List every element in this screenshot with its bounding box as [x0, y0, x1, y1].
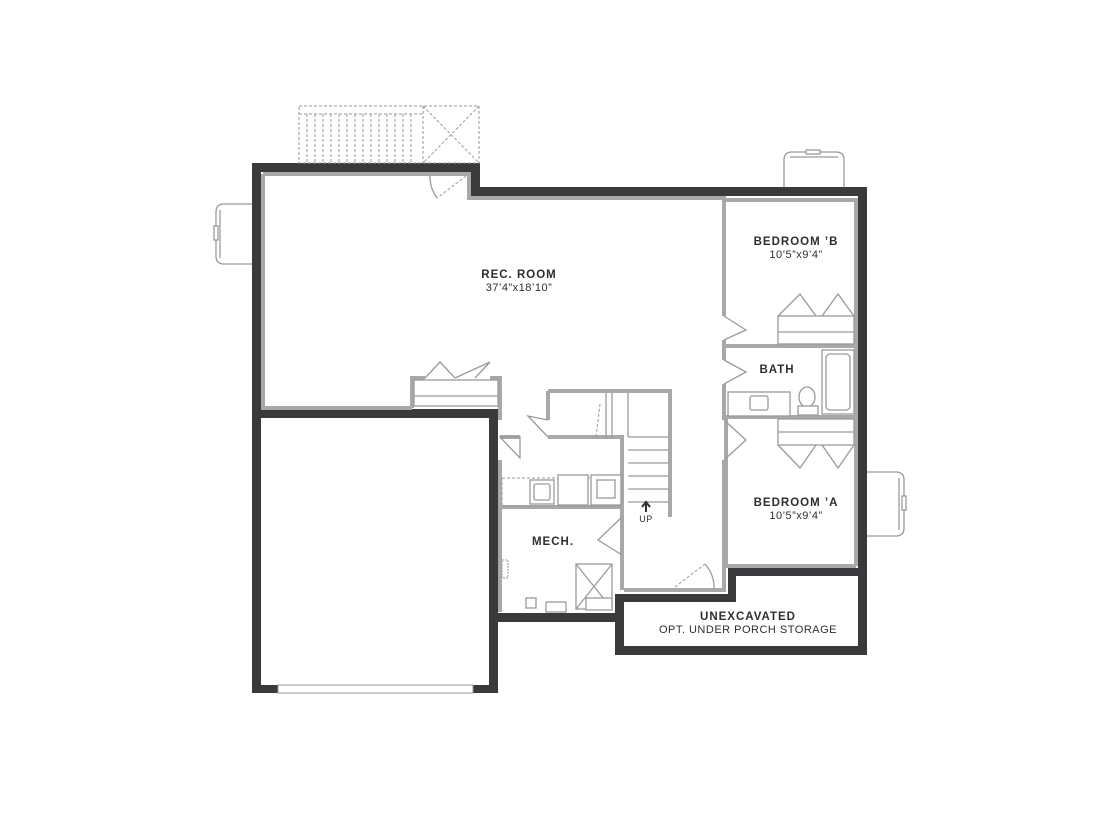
garage-door [277, 684, 474, 694]
doors [424, 175, 748, 591]
unexcavated-subtitle: OPT. UNDER PORCH STORAGE [658, 624, 838, 636]
exterior-stairs [298, 105, 480, 164]
bedroom-a-name: BEDROOM ’A [753, 497, 839, 509]
mech-equipment [501, 559, 613, 613]
stairs [595, 393, 668, 503]
bedroom-b-label: BEDROOM ’B 10’5”x9’4” [754, 236, 839, 261]
bath-name: BATH [759, 364, 795, 376]
bedroom-a-dims: 10’5”x9’4” [769, 510, 823, 522]
bath-label: BATH [759, 364, 794, 376]
window-wells [213, 149, 907, 537]
interior-walls [261, 172, 858, 612]
rec-room-label: REC. ROOM 37’4”x18’10” [481, 269, 556, 294]
mech-name: MECH. [531, 536, 575, 548]
unexcavated-label: UNEXCAVATED OPT. UNDER PORCH STORAGE [659, 611, 837, 636]
bedroom-b-name: BEDROOM ’B [753, 236, 839, 248]
rec-room-dims: 37’4”x18’10” [485, 282, 553, 294]
unexcavated-name: UNEXCAVATED [700, 611, 796, 623]
stairs-up-arrow-icon [641, 500, 651, 512]
laundry-appliances [501, 474, 622, 507]
bath-fixtures [727, 349, 855, 417]
mech-label: MECH. [532, 536, 574, 548]
bedroom-b-dims: 10’5”x9’4” [769, 249, 823, 261]
rec-room-name: REC. ROOM [481, 269, 557, 281]
bedroom-a-label: BEDROOM ’A 10’5”x9’4” [754, 497, 839, 522]
closets [413, 292, 855, 470]
stairs-up-label: UP [639, 514, 653, 524]
